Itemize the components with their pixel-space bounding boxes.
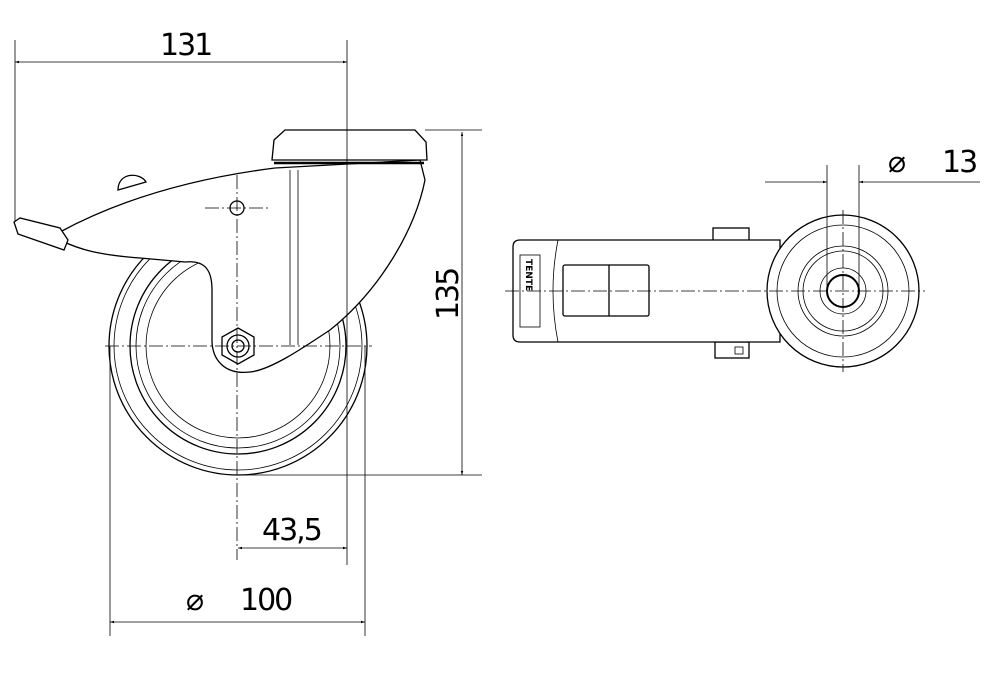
dimension-bolt-hole: ⌀ 13 <box>765 145 980 184</box>
dimension-label: 43,5 <box>262 513 321 548</box>
dimension-label: 13 <box>942 145 976 180</box>
diameter-symbol: ⌀ <box>186 583 203 618</box>
dimension-label: 100 <box>240 583 292 618</box>
brake-pedal <box>13 217 69 251</box>
dimension-label: 131 <box>160 28 211 63</box>
dimension-wheel-diameter: ⌀ 100 <box>110 583 365 624</box>
brand-logo-text: TENTE <box>523 259 533 291</box>
side-view <box>13 40 482 636</box>
dimension-label: 135 <box>431 269 466 320</box>
dimension-offset: 43,5 <box>238 513 347 550</box>
nut-bottom <box>714 341 750 359</box>
top-view: TENTE <box>505 165 925 372</box>
top-plate <box>271 129 428 165</box>
dimension-overall-length: 131 <box>15 28 347 64</box>
dimension-overall-height: 135 <box>431 132 466 475</box>
brake-knob <box>117 174 147 191</box>
diameter-symbol: ⌀ <box>888 145 905 180</box>
swivel-housing <box>13 159 426 374</box>
